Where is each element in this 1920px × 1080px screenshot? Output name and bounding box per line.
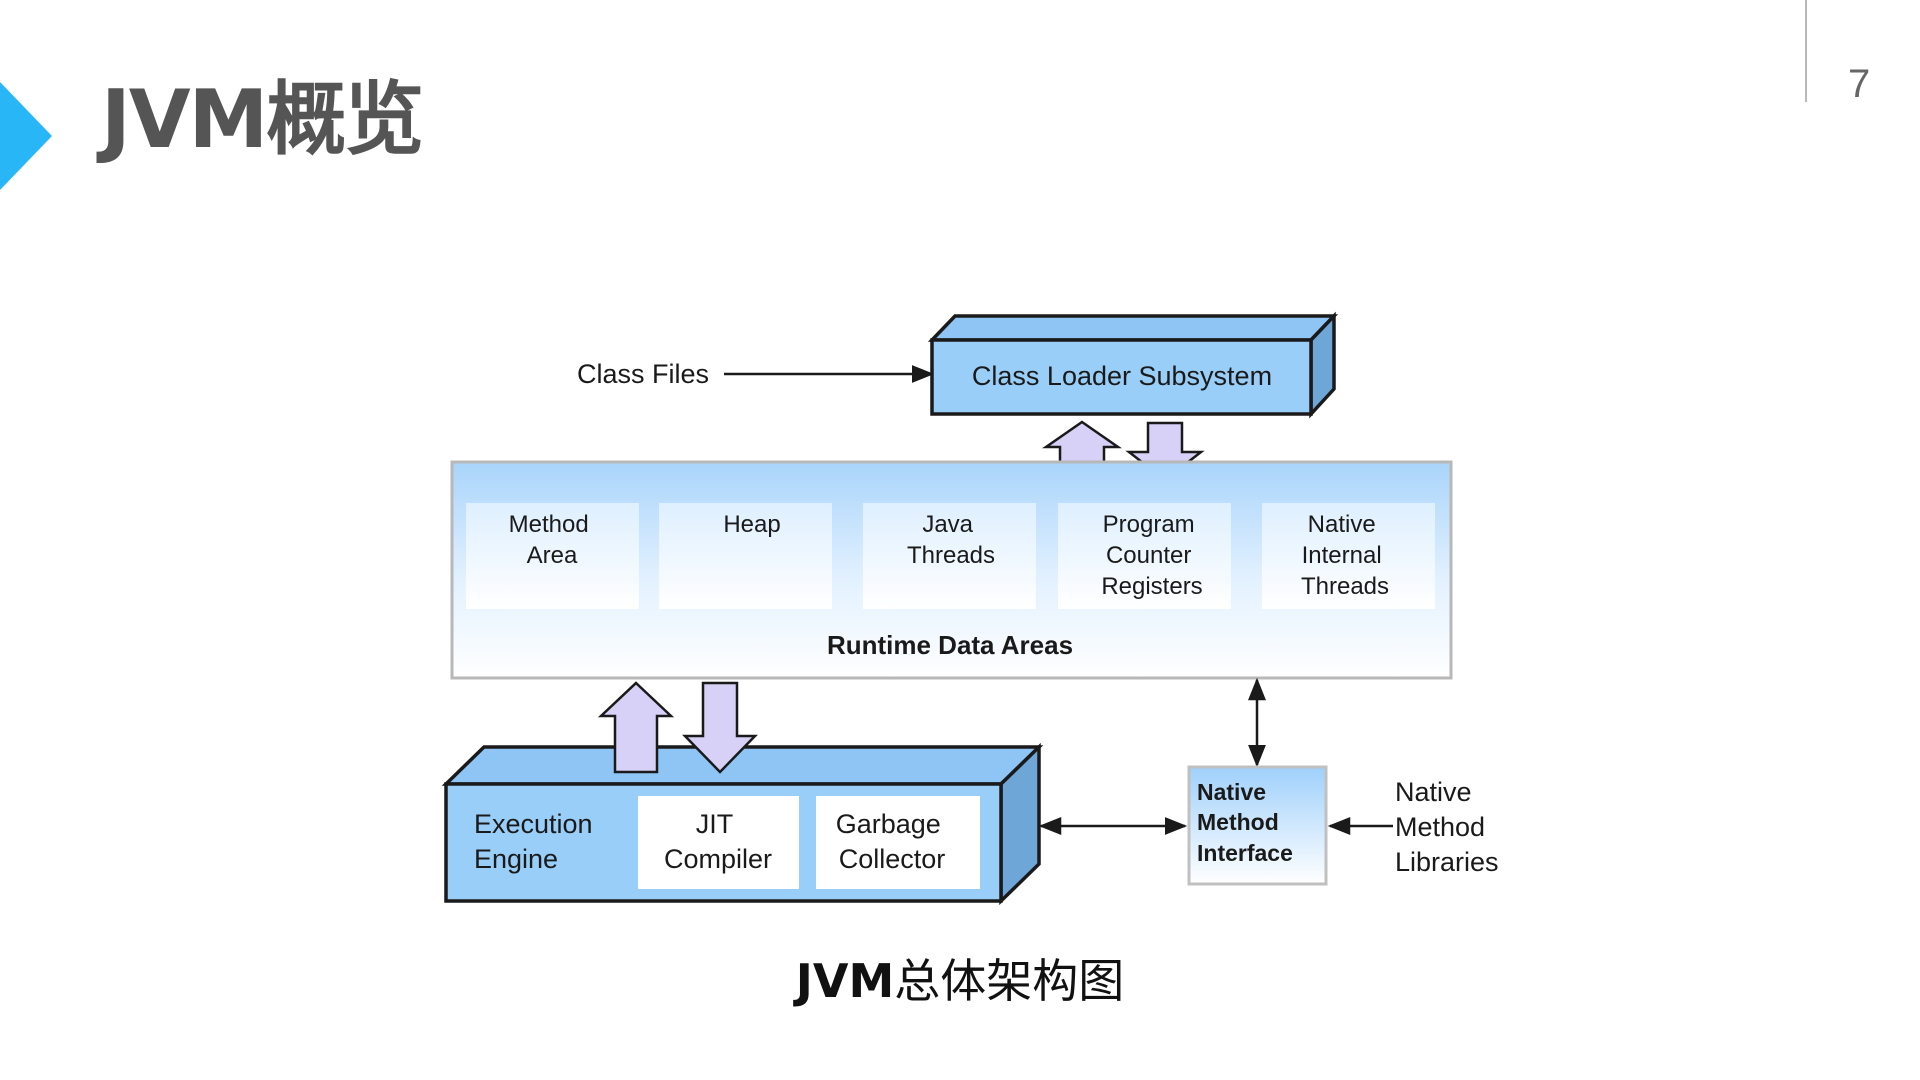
svg-text:Native Internal Th: Native Internal Threads bbox=[1301, 511, 1389, 600]
jit-compiler-box: JIT Compiler bbox=[638, 796, 799, 889]
pc-registers-line-3: Registers bbox=[1101, 573, 1202, 600]
svg-text:Execution Engine: Execution Engine bbox=[474, 809, 600, 874]
svg-text:Java Threads: Java Threads bbox=[907, 511, 995, 569]
native-method-interface-box: Native Method Interface bbox=[1187, 765, 1328, 886]
slide-title: JVM概览 bbox=[101, 73, 424, 166]
nmi-line-2: Method bbox=[1197, 809, 1279, 835]
runtime-to-engine-down-arrow bbox=[682, 681, 758, 774]
runtime-area-heap: Heap bbox=[659, 503, 832, 609]
execution-engine-line-2: Engine bbox=[474, 844, 558, 874]
garbage-collector-line-1: Garbage bbox=[836, 809, 941, 839]
engine-to-runtime-up-arrow bbox=[597, 681, 675, 774]
native-threads-line-1: Native bbox=[1308, 511, 1376, 538]
svg-text:Program Counter Re: Program Counter Registers bbox=[1101, 511, 1202, 600]
svg-text:Heap: Heap bbox=[723, 511, 780, 538]
native-libraries-line-3: Libraries bbox=[1395, 847, 1499, 877]
method-area-line-1: Method bbox=[509, 511, 589, 538]
nmi-line-3: Interface bbox=[1197, 840, 1293, 866]
pc-registers-line-2: Counter bbox=[1106, 542, 1191, 569]
svg-text:JIT Compiler: JIT Compiler bbox=[664, 809, 772, 874]
class-files-label: Class Files bbox=[577, 359, 709, 389]
nmi-line-1: Native bbox=[1197, 779, 1266, 805]
native-libraries-line-1: Native bbox=[1395, 777, 1472, 807]
java-threads-line-2: Threads bbox=[907, 542, 995, 569]
class-loader-label: Class Loader Subsystem bbox=[972, 361, 1272, 391]
runtime-area-native-internal-threads: Native Internal Threads bbox=[1262, 503, 1435, 609]
svg-text:Garbage Collector: Garbage Collector bbox=[836, 809, 949, 874]
java-threads-line-1: Java bbox=[922, 511, 973, 538]
execution-engine-box: Execution Engine JIT Compiler Garbage Co… bbox=[441, 742, 1044, 906]
title-accent-chevron bbox=[0, 82, 52, 190]
svg-text:Method Area: Method Area bbox=[509, 511, 596, 569]
jit-compiler-line-2: Compiler bbox=[664, 844, 772, 874]
heap-line-1: Heap bbox=[723, 511, 780, 538]
svg-text:Native Method Librarie: Native Method Libraries bbox=[1395, 777, 1499, 877]
native-libraries-line-2: Method bbox=[1395, 812, 1485, 842]
execution-engine-line-1: Execution bbox=[474, 809, 593, 839]
native-threads-line-3: Threads bbox=[1301, 573, 1389, 600]
garbage-collector-line-2: Collector bbox=[839, 844, 946, 874]
svg-text:Native Method Inte: Native Method Interface bbox=[1197, 779, 1293, 866]
diagram-caption: JVM总体架构图 bbox=[0, 958, 1920, 1004]
method-area-line-2: Area bbox=[527, 542, 578, 569]
runtime-area-java-threads: Java Threads bbox=[863, 503, 1036, 609]
page-number-divider bbox=[1805, 0, 1807, 102]
class-loader-subsystem-box: Class Loader Subsystem bbox=[927, 311, 1339, 419]
jit-compiler-line-1: JIT bbox=[696, 809, 733, 839]
runtime-area-program-counter-registers: Program Counter Registers bbox=[1058, 503, 1231, 609]
caption-prefix: JVM bbox=[795, 954, 895, 1008]
native-threads-line-2: Internal bbox=[1302, 542, 1382, 569]
garbage-collector-box: Garbage Collector bbox=[816, 796, 980, 889]
caption-suffix: 总体架构图 bbox=[894, 954, 1125, 1008]
runtime-area-method-area: Method Area bbox=[466, 503, 639, 609]
runtime-data-areas-title: Runtime Data Areas bbox=[827, 630, 1073, 660]
pc-registers-line-1: Program bbox=[1103, 511, 1195, 538]
page-number: 7 bbox=[1848, 62, 1871, 106]
